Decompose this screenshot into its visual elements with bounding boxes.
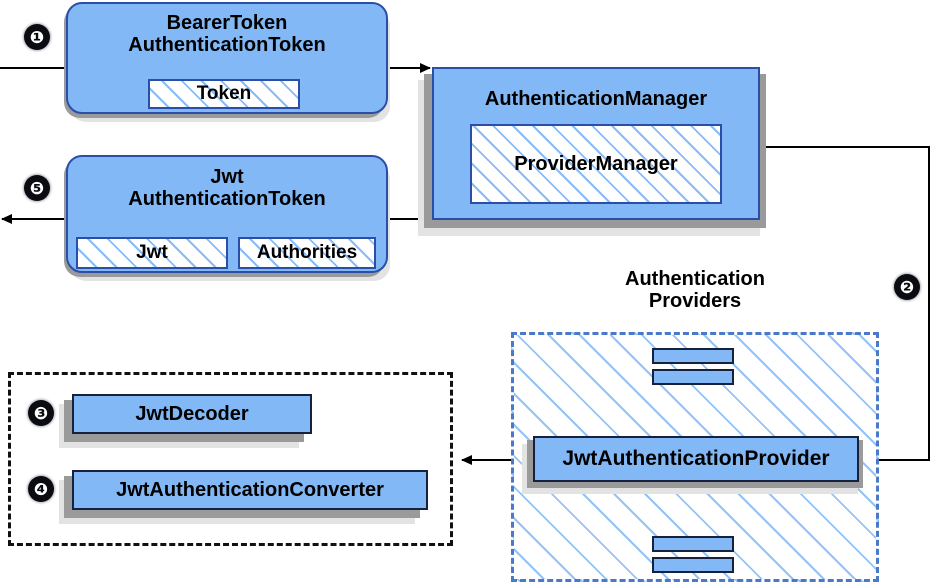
- step-5-bullet: ❺: [24, 175, 50, 201]
- authentication-manager-title: AuthenticationManager: [484, 88, 708, 110]
- field-token-label: Token: [196, 83, 252, 104]
- field-authorities[interactable]: Authorities: [238, 237, 376, 269]
- step-3-bullet: ❸: [28, 400, 54, 426]
- step-4-bullet: ❹: [28, 476, 54, 502]
- step-2-bullet: ❷: [894, 274, 920, 300]
- step-1-label: ❶: [29, 27, 45, 47]
- bearer-token-title: BearerToken AuthenticationToken: [128, 12, 326, 57]
- step-2-label: ❷: [899, 277, 915, 297]
- jwt-authentication-provider-label: JwtAuthenticationProvider: [562, 447, 830, 470]
- field-token[interactable]: Token: [148, 79, 300, 109]
- jwt-token-title: Jwt AuthenticationToken: [128, 166, 326, 211]
- node-jwt-decoder[interactable]: JwtDecoder: [72, 394, 312, 434]
- other-provider-bottom-2[interactable]: [652, 557, 734, 573]
- connector-manager-to-provider: [760, 146, 930, 465]
- node-jwt-authentication-converter[interactable]: JwtAuthenticationConverter: [72, 470, 428, 510]
- field-provider-manager-label: ProviderManager: [514, 152, 678, 175]
- node-bearer-token-authentication-token[interactable]: BearerToken AuthenticationToken: [66, 2, 388, 114]
- step-5-label: ❺: [29, 178, 45, 198]
- jwt-decoder-label: JwtDecoder: [135, 402, 249, 425]
- field-authorities-label: Authorities: [256, 242, 358, 263]
- other-provider-top-1[interactable]: [652, 348, 734, 364]
- step-3-label: ❸: [33, 403, 49, 423]
- other-provider-top-2[interactable]: [652, 369, 734, 385]
- field-jwt-label: Jwt: [136, 242, 168, 263]
- group-jwt-support: [8, 372, 453, 546]
- jwt-authentication-converter-label: JwtAuthenticationConverter: [116, 478, 384, 501]
- node-jwt-authentication-provider[interactable]: JwtAuthenticationProvider: [533, 436, 859, 482]
- field-provider-manager[interactable]: ProviderManager: [470, 124, 722, 204]
- authentication-providers-label: Authentication Providers: [625, 268, 765, 313]
- step-4-label: ❹: [33, 479, 49, 499]
- field-jwt[interactable]: Jwt: [76, 237, 228, 269]
- other-provider-bottom-1[interactable]: [652, 536, 734, 552]
- step-1-bullet: ❶: [24, 24, 50, 50]
